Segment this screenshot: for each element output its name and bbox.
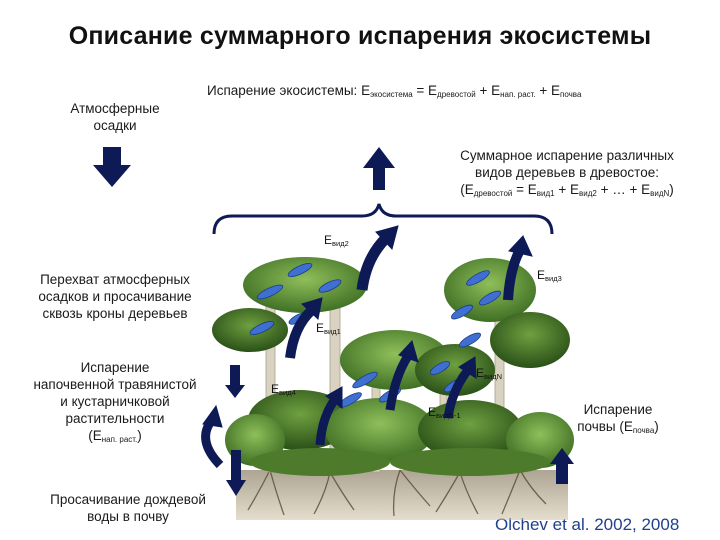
stand-formula-sub-stand: древостой	[473, 189, 513, 198]
species-e: E	[271, 382, 280, 396]
understory-line-4: растительности	[65, 411, 165, 426]
species-e: E	[316, 321, 325, 335]
stand-formula-sub-v1: вид1	[536, 189, 555, 198]
understory-line-1: Испарение	[80, 360, 150, 375]
understory-formula-sub: нап. раст.	[101, 435, 138, 444]
brace-icon	[212, 203, 554, 235]
stand-evaporation-label: Суммарное испарение различных видов дере…	[412, 147, 720, 198]
soil-sub: почва	[632, 426, 655, 435]
stand-line-1: Суммарное испарение различных	[460, 148, 674, 163]
interception-line-2: осадков и просачивание	[38, 289, 192, 304]
understory-formula: (Eнап. раст.)	[2, 427, 228, 444]
species-label-3: Eвид3	[537, 268, 562, 282]
formula-plus-1: + E	[475, 83, 501, 98]
page-title: Описание суммарного испарения экосистемы	[68, 22, 652, 50]
stand-formula: (Eдревостой = Eвид1 + Eвид2 + … + EвидN)	[412, 181, 720, 198]
species-sub-2: вид2	[332, 239, 349, 248]
species-sub-n-1: видN-1	[436, 411, 461, 420]
infiltration-line-1: Просачивание дождевой	[50, 492, 206, 507]
stand-formula-open: (E	[460, 182, 474, 197]
species-label-2: Eвид2	[324, 233, 349, 247]
stand-formula-ellipsis: + … + E	[596, 182, 651, 197]
formula-plus-2: + E	[535, 83, 561, 98]
soil-line-2: почвы (Eпочва)	[558, 418, 678, 435]
formula-sub-soil: почва	[560, 90, 582, 99]
precipitation-line-2: осадки	[93, 118, 137, 133]
formula-sub-stand: древостой	[437, 90, 476, 99]
precipitation-line-1: Атмосферные	[70, 101, 160, 116]
formula-eq: = E	[412, 83, 438, 98]
species-label-4: Eвид4	[271, 382, 296, 396]
ecosystem-formula: Испарение экосистемы: Eэкосистема = Eдре…	[207, 82, 581, 99]
stand-formula-eq: = E	[512, 182, 537, 197]
soil-line-2-text: почвы (E	[577, 419, 633, 434]
stand-formula-sub-vn: видN	[650, 189, 670, 198]
species-e: E	[324, 233, 333, 247]
species-e: E	[428, 405, 437, 419]
precipitation-label: Атмосферные осадки	[40, 100, 190, 134]
understory-formula-close: )	[137, 428, 142, 443]
formula-sub-under: нап. раст.	[500, 90, 536, 99]
stand-formula-close: )	[669, 182, 674, 197]
species-e: E	[476, 366, 485, 380]
understory-formula-open: (E	[88, 428, 102, 443]
tree-canopies	[212, 257, 574, 476]
understory-line-2: напочвенной травянистой	[33, 377, 197, 392]
interception-line-3: сквозь кроны деревьев	[42, 306, 188, 321]
understory-line-3: и кустарничковой	[60, 394, 170, 409]
arrow-down-icon	[93, 147, 131, 187]
formula-sub-ecosystem: экосистема	[370, 90, 413, 99]
soil-layer	[236, 470, 568, 520]
species-sub-1: вид1	[324, 327, 341, 336]
arrow-up-icon	[363, 147, 395, 190]
interception-line-1: Перехват атмосферных	[40, 272, 190, 287]
species-label-n-1: EвидN-1	[428, 405, 461, 419]
species-label-1: Eвид1	[316, 321, 341, 335]
species-label-n: EвидN	[476, 366, 502, 380]
infiltration-line-2: воды в почву	[87, 509, 169, 524]
arrow-down-icon	[225, 365, 246, 496]
stand-formula-plus: + E	[554, 182, 579, 197]
interception-label: Перехват атмосферных осадков и просачива…	[4, 271, 226, 322]
understory-evaporation-label: Испарение напочвенной травянистой и куст…	[2, 359, 228, 444]
infiltration-label: Просачивание дождевой воды в почву	[28, 491, 228, 525]
species-sub-n: видN	[484, 372, 502, 381]
formula-prefix: Испарение экосистемы: E	[207, 83, 371, 98]
species-sub-3: вид3	[545, 274, 562, 283]
soil-close: )	[654, 419, 659, 434]
soil-evaporation-label: Испарение почвы (Eпочва)	[558, 401, 678, 435]
curved-arrow-icon	[201, 225, 533, 469]
stand-line-2: видов деревьев в древостое:	[475, 165, 659, 180]
arrow-up-icon	[550, 448, 574, 484]
soil-line-1: Испарение	[583, 402, 653, 417]
stand-formula-sub-v2: вид2	[579, 189, 597, 198]
species-sub-4: вид4	[279, 388, 296, 397]
species-e: E	[537, 268, 546, 282]
